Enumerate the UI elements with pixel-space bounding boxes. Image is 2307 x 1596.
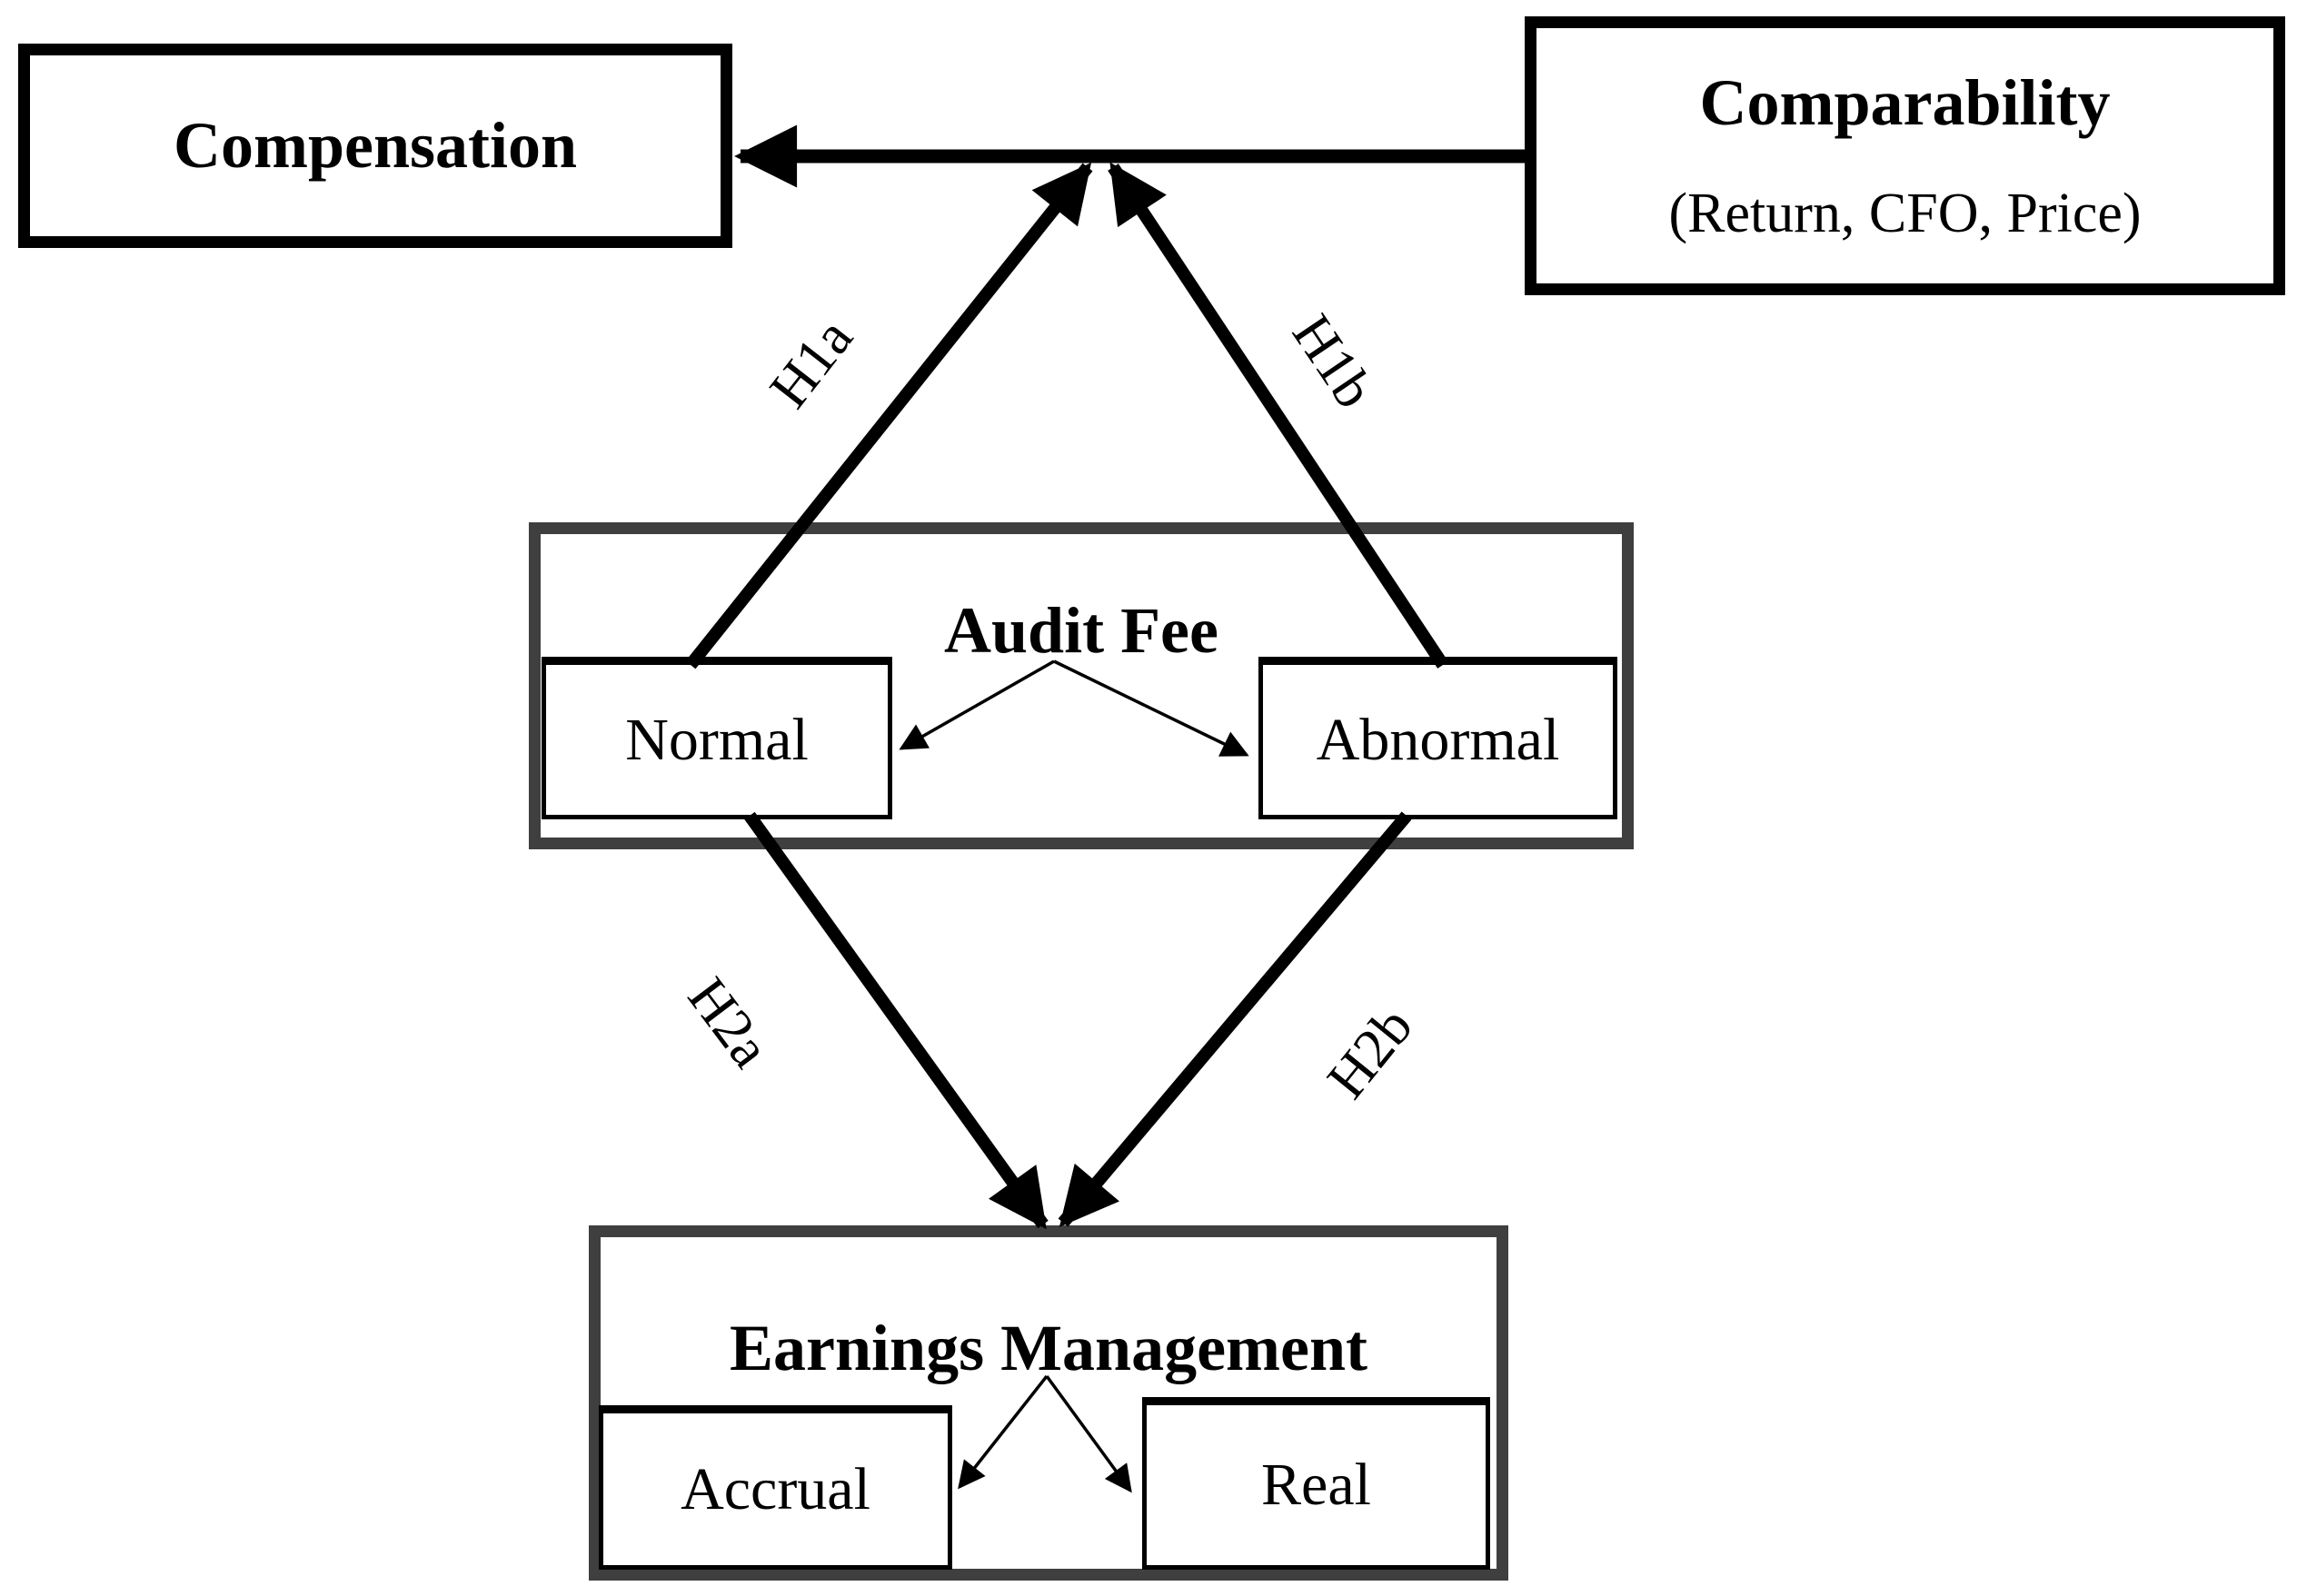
earnings-management-title: Earnings Management <box>730 1312 1367 1384</box>
h2a-label: H2a <box>675 967 782 1079</box>
accrual-label: Accrual <box>681 1455 870 1522</box>
real-label: Real <box>1261 1452 1371 1518</box>
h1b-label: H1b <box>1279 303 1387 420</box>
accrual-box: Accrual <box>599 1405 952 1570</box>
normal-fee-label: Normal <box>625 706 809 773</box>
h2b-arrow <box>1058 811 1412 1227</box>
abnormal-fee-label: Abnormal <box>1316 706 1560 773</box>
comparability-title: Comparability <box>1699 65 2111 139</box>
h1a-label: H1a <box>758 307 865 420</box>
h2b-label: H2b <box>1315 996 1426 1110</box>
h2a-arrow <box>744 811 1049 1230</box>
compensation-label: Compensation <box>173 108 578 182</box>
abnormal-fee-box: Abnormal <box>1258 657 1617 819</box>
real-box: Real <box>1142 1397 1490 1570</box>
comparability-subtitle: (Return, CFO, Price) <box>1668 183 2142 244</box>
compensation-box: Compensation <box>18 44 732 248</box>
normal-fee-box: Normal <box>542 657 892 819</box>
comparability-box: Comparability (Return, CFO, Price) <box>1525 16 2285 295</box>
